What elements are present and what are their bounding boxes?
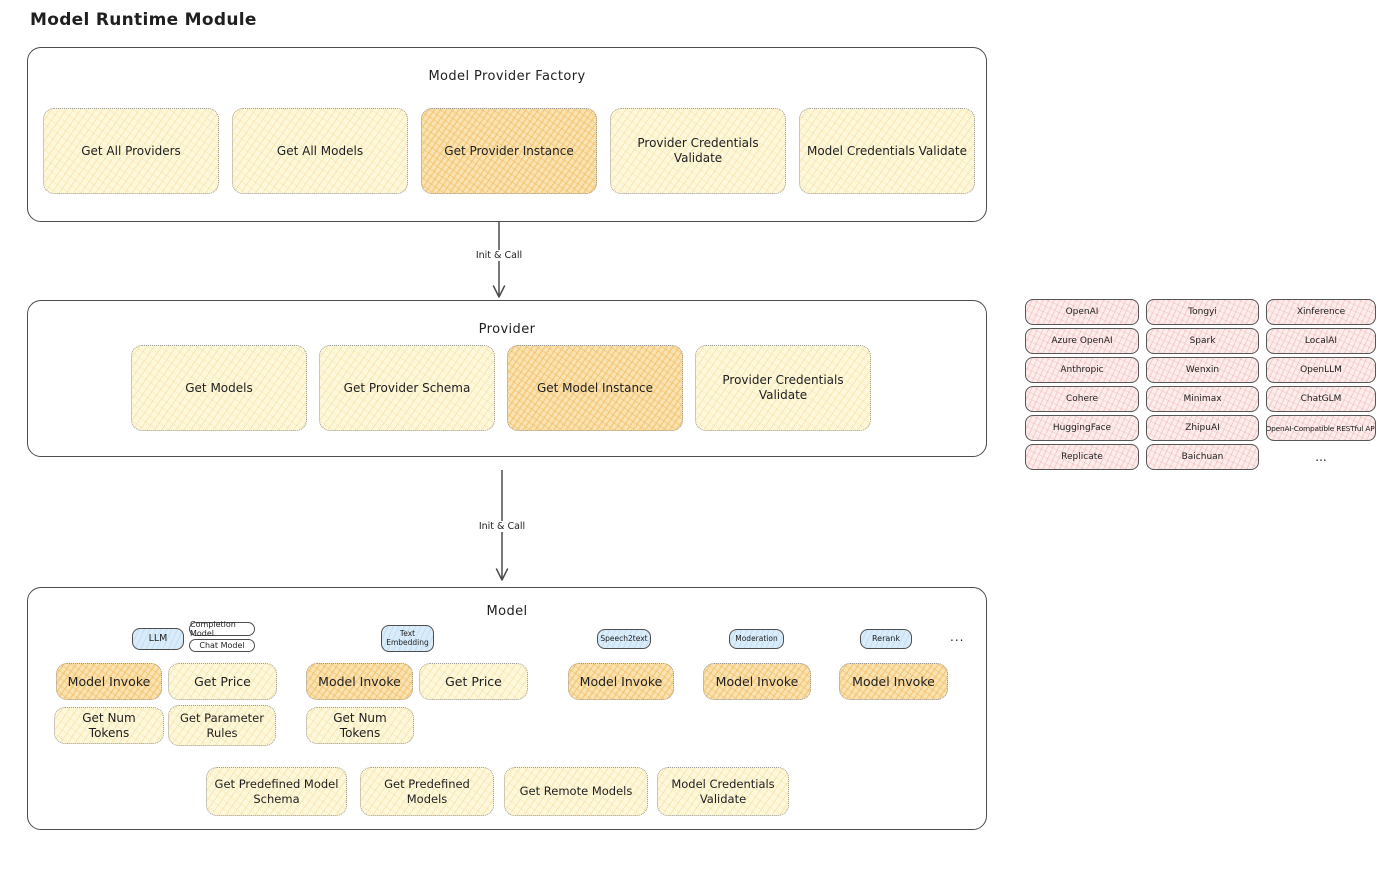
- tag-completion-model: Completion Model: [189, 620, 255, 638]
- provider-item: HuggingFace: [1025, 415, 1139, 441]
- op-get-predefined-model-schema: Get Predefined Model Schema: [206, 767, 347, 816]
- provider-item: LocalAI: [1266, 328, 1376, 354]
- provider-item: Cohere: [1025, 386, 1139, 412]
- op-provider-credentials-validate-2: Provider Credentials Validate: [695, 345, 871, 431]
- factory-panel: Model Provider Factory Get All Providers…: [27, 47, 987, 222]
- op-model-credentials-validate-model: Model Credentials Validate: [657, 767, 789, 816]
- factory-title: Model Provider Factory: [428, 69, 586, 84]
- op-get-remote-models: Get Remote Models: [504, 767, 648, 816]
- provider-item: Xinference: [1266, 299, 1376, 325]
- factory-operations-row: Get All Providers Get All Models Get Pro…: [43, 108, 975, 194]
- op-get-models: Get Models: [131, 345, 307, 431]
- provider-operations-row: Get Models Get Provider Schema Get Model…: [131, 345, 871, 431]
- tag-moderation: Moderation: [729, 629, 784, 649]
- provider-item: Replicate: [1025, 444, 1139, 470]
- provider-item: ZhipuAI: [1146, 415, 1259, 441]
- provider-item: OpenAI-Compatible RESTful API: [1266, 415, 1376, 441]
- tag-rerank: Rerank: [860, 629, 912, 649]
- tag-chat-model: Chat Model: [189, 638, 255, 652]
- op-get-provider-schema: Get Provider Schema: [319, 345, 495, 431]
- op-get-price-text-embedding: Get Price: [419, 663, 528, 700]
- tag-speech2text: Speech2text: [597, 629, 651, 649]
- provider-item: Baichuan: [1146, 444, 1259, 470]
- provider-item: Wenxin: [1146, 357, 1259, 383]
- provider-title: Provider: [478, 322, 536, 337]
- provider-list-more: ...: [1315, 450, 1327, 464]
- provider-list: OpenAI Tongyi Xinference Azure OpenAI Sp…: [1025, 299, 1376, 470]
- provider-item: Azure OpenAI: [1025, 328, 1139, 354]
- init-call-label: Init & Call: [467, 250, 531, 261]
- op-get-all-models: Get All Models: [232, 108, 408, 194]
- op-get-predefined-models: Get Predefined Models: [360, 767, 494, 816]
- op-model-credentials-validate: Model Credentials Validate: [799, 108, 975, 194]
- model-types-more: ...: [950, 630, 965, 644]
- op-provider-credentials-validate: Provider Credentials Validate: [610, 108, 786, 194]
- provider-item: ChatGLM: [1266, 386, 1376, 412]
- tag-llm: LLM: [132, 628, 184, 650]
- init-call-label: Init & Call: [470, 521, 534, 532]
- op-model-invoke-llm: Model Invoke: [56, 663, 162, 700]
- model-title: Model: [486, 604, 528, 619]
- provider-item: Tongyi: [1146, 299, 1259, 325]
- op-get-num-tokens-llm: Get Num Tokens: [54, 707, 164, 744]
- provider-item: OpenLLM: [1266, 357, 1376, 383]
- down-arrow-icon: [489, 220, 509, 303]
- op-get-parameter-rules: Get Parameter Rules: [168, 705, 276, 746]
- provider-item: Spark: [1146, 328, 1259, 354]
- provider-item: Anthropic: [1025, 357, 1139, 383]
- model-panel: Model LLM Completion Model Chat Model Te…: [27, 587, 987, 830]
- op-model-invoke-moderation: Model Invoke: [703, 663, 811, 700]
- op-get-model-instance: Get Model Instance: [507, 345, 683, 431]
- op-model-invoke-rerank: Model Invoke: [839, 663, 948, 700]
- provider-panel: Provider Get Models Get Provider Schema …: [27, 300, 987, 457]
- op-model-invoke-speech2text: Model Invoke: [568, 663, 674, 700]
- provider-item: Minimax: [1146, 386, 1259, 412]
- tag-text-embedding: Text Embedding: [381, 625, 434, 652]
- diagram-title: Model Runtime Module: [30, 10, 257, 30]
- op-get-num-tokens-text-embedding: Get Num Tokens: [306, 707, 414, 744]
- op-get-price-llm: Get Price: [168, 663, 277, 700]
- provider-item: OpenAI: [1025, 299, 1139, 325]
- op-model-invoke-text-embedding: Model Invoke: [306, 663, 413, 700]
- op-get-all-providers: Get All Providers: [43, 108, 219, 194]
- op-get-provider-instance: Get Provider Instance: [421, 108, 597, 194]
